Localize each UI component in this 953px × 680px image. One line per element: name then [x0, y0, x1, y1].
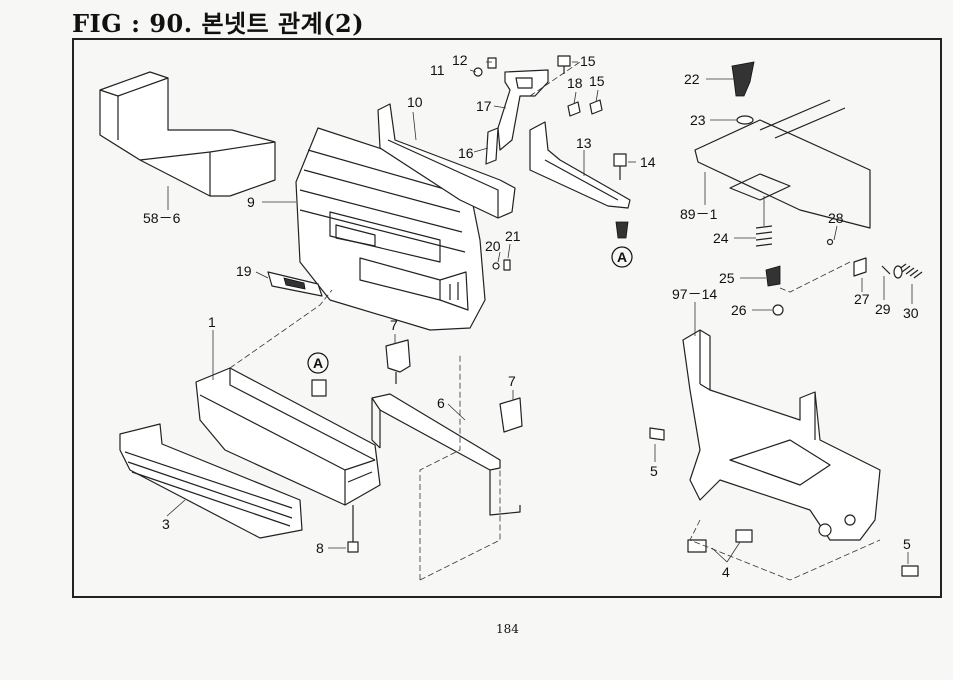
- part-6-frame: [371, 393, 521, 516]
- callout-a-upper: A: [611, 246, 633, 268]
- part-a-clip-lower: [311, 379, 327, 397]
- part-20-21-clips: [492, 259, 511, 271]
- part-89-1-panel: [694, 99, 871, 229]
- label-26: 26: [731, 302, 747, 318]
- label-15-top: 15: [580, 53, 596, 69]
- part-10-panel: [377, 103, 516, 219]
- part-5-bolt-right: [901, 565, 919, 577]
- label-15-mid: 15: [589, 73, 605, 89]
- label-5-left: 5: [650, 463, 658, 479]
- part-9-grille: [295, 127, 486, 331]
- page-number: 184: [496, 622, 519, 636]
- label-58-6: 58－6: [143, 210, 181, 226]
- part-19-emblem: [255, 271, 323, 297]
- part-18-bolt: [567, 101, 581, 117]
- part-1-bumper-housing: [195, 367, 381, 506]
- label-11: 11: [430, 62, 445, 78]
- part-3-lower-cover: [119, 423, 303, 539]
- label-29: 29: [875, 301, 891, 317]
- label-13: 13: [576, 135, 592, 151]
- part-4-clips: [687, 529, 753, 553]
- part-22-handle: [731, 61, 755, 97]
- part-23-washer: [736, 115, 754, 125]
- label-3: 3: [162, 516, 170, 532]
- part-58-6-cover: [99, 71, 276, 197]
- callout-labels: 58－6 9 19 10 11 12 15 17 18 15 16 13 14 …: [143, 52, 919, 580]
- label-a-lower: A: [313, 355, 323, 371]
- part-13-support: [529, 121, 631, 209]
- part-97-14-frame: [682, 329, 881, 541]
- label-19: 19: [236, 263, 252, 279]
- label-25: 25: [719, 270, 735, 286]
- label-12: 12: [452, 52, 468, 68]
- label-1: 1: [208, 314, 216, 330]
- label-9: 9: [247, 194, 255, 210]
- label-97-14: 97－14: [672, 286, 717, 302]
- label-a-upper: A: [617, 249, 627, 265]
- part-26-nut: [772, 304, 784, 316]
- label-21: 21: [505, 228, 521, 244]
- part-30-spring: [893, 263, 923, 279]
- label-18: 18: [567, 75, 583, 91]
- part-15-bolt-mid: [589, 99, 603, 115]
- part-11-washer: [473, 67, 483, 77]
- label-8: 8: [316, 540, 324, 556]
- label-7-left: 7: [390, 317, 398, 333]
- part-15-bolt-top: [557, 55, 571, 74]
- label-20: 20: [485, 238, 501, 254]
- label-6: 6: [437, 395, 445, 411]
- figure-title: FIG : 90. 본넷트 관계(2): [72, 9, 365, 38]
- part-14-bolt: [613, 153, 627, 180]
- label-14: 14: [640, 154, 656, 170]
- part-8-bolt: [347, 505, 359, 553]
- part-27-28-parts: [826, 238, 867, 277]
- part-7-bracket-b: [499, 397, 523, 433]
- label-23: 23: [690, 112, 706, 128]
- label-28: 28: [828, 210, 844, 226]
- label-16: 16: [458, 145, 474, 161]
- diagram-frame: [72, 38, 942, 598]
- part-24-spring: [755, 196, 773, 247]
- part-16-strap: [485, 127, 499, 165]
- label-17: 17: [476, 98, 492, 114]
- label-5-right: 5: [903, 536, 911, 552]
- part-12-nut: [487, 57, 497, 69]
- part-29-pin: [881, 265, 891, 275]
- part-17-bracket: [497, 69, 549, 151]
- label-4: 4: [722, 564, 730, 580]
- label-7-right: 7: [508, 373, 516, 389]
- label-22: 22: [684, 71, 700, 87]
- callout-a-lower: A: [307, 352, 329, 374]
- label-89-1: 89－1: [680, 206, 718, 222]
- part-7-bracket-a: [385, 339, 411, 384]
- part-a-clip-upper: [615, 221, 629, 239]
- label-24: 24: [713, 230, 729, 246]
- label-10: 10: [407, 94, 423, 110]
- part-5-bolt-left: [649, 427, 665, 441]
- label-30: 30: [903, 305, 919, 321]
- label-27: 27: [854, 291, 870, 307]
- part-25-block: [765, 265, 781, 287]
- leader-lines: [166, 61, 913, 581]
